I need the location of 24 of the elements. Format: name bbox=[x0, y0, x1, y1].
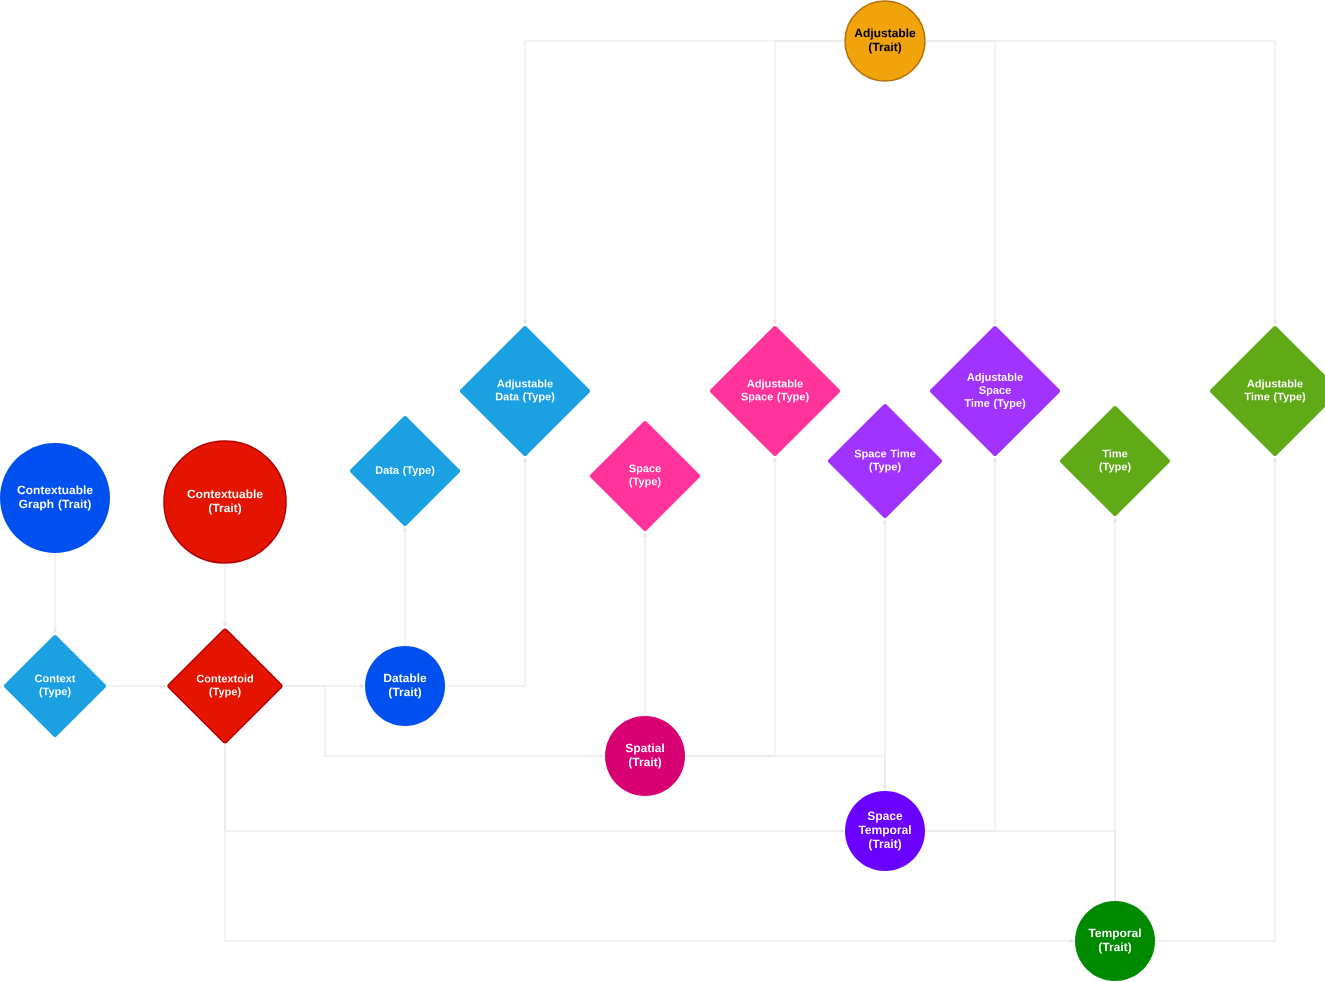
circle-node: Contextuable (Trait) bbox=[163, 440, 287, 564]
circle-node: Space Temporal (Trait) bbox=[845, 791, 925, 871]
connector-arrow bbox=[283, 685, 605, 758]
diamond-node: Adjustable Space (Type) bbox=[709, 325, 841, 457]
circle-node: Datable (Trait) bbox=[365, 646, 445, 726]
diamond-node: Time (Type) bbox=[1059, 405, 1171, 517]
diamond-node: Adjustable Space Time (Type) bbox=[929, 325, 1061, 457]
diamond-node: Context (Type) bbox=[3, 634, 107, 738]
circle-node: Contextuable Graph (Trait) bbox=[0, 443, 110, 553]
connector-arrow bbox=[1154, 457, 1277, 942]
diamond-node: Space (Type) bbox=[589, 420, 701, 532]
diamond-node: Adjustable Data (Type) bbox=[459, 325, 591, 457]
diamond-node: Adjustable Time (Type) bbox=[1209, 325, 1325, 457]
diamond-node: Contextoid (Type) bbox=[167, 628, 283, 744]
diamond-node: Data (Type) bbox=[349, 415, 461, 527]
circle-node: Temporal (Trait) bbox=[1075, 901, 1155, 981]
connector-arrow bbox=[925, 40, 1277, 325]
connector-arrow bbox=[684, 755, 887, 791]
circle-node: Adjustable (Trait) bbox=[844, 0, 926, 82]
circle-node: Spatial (Trait) bbox=[605, 716, 685, 796]
connector-arrow bbox=[224, 744, 1075, 943]
connector-arrow bbox=[773, 40, 845, 325]
diamond-node: Space Time (Type) bbox=[827, 403, 943, 519]
connector-arrow bbox=[444, 457, 527, 687]
